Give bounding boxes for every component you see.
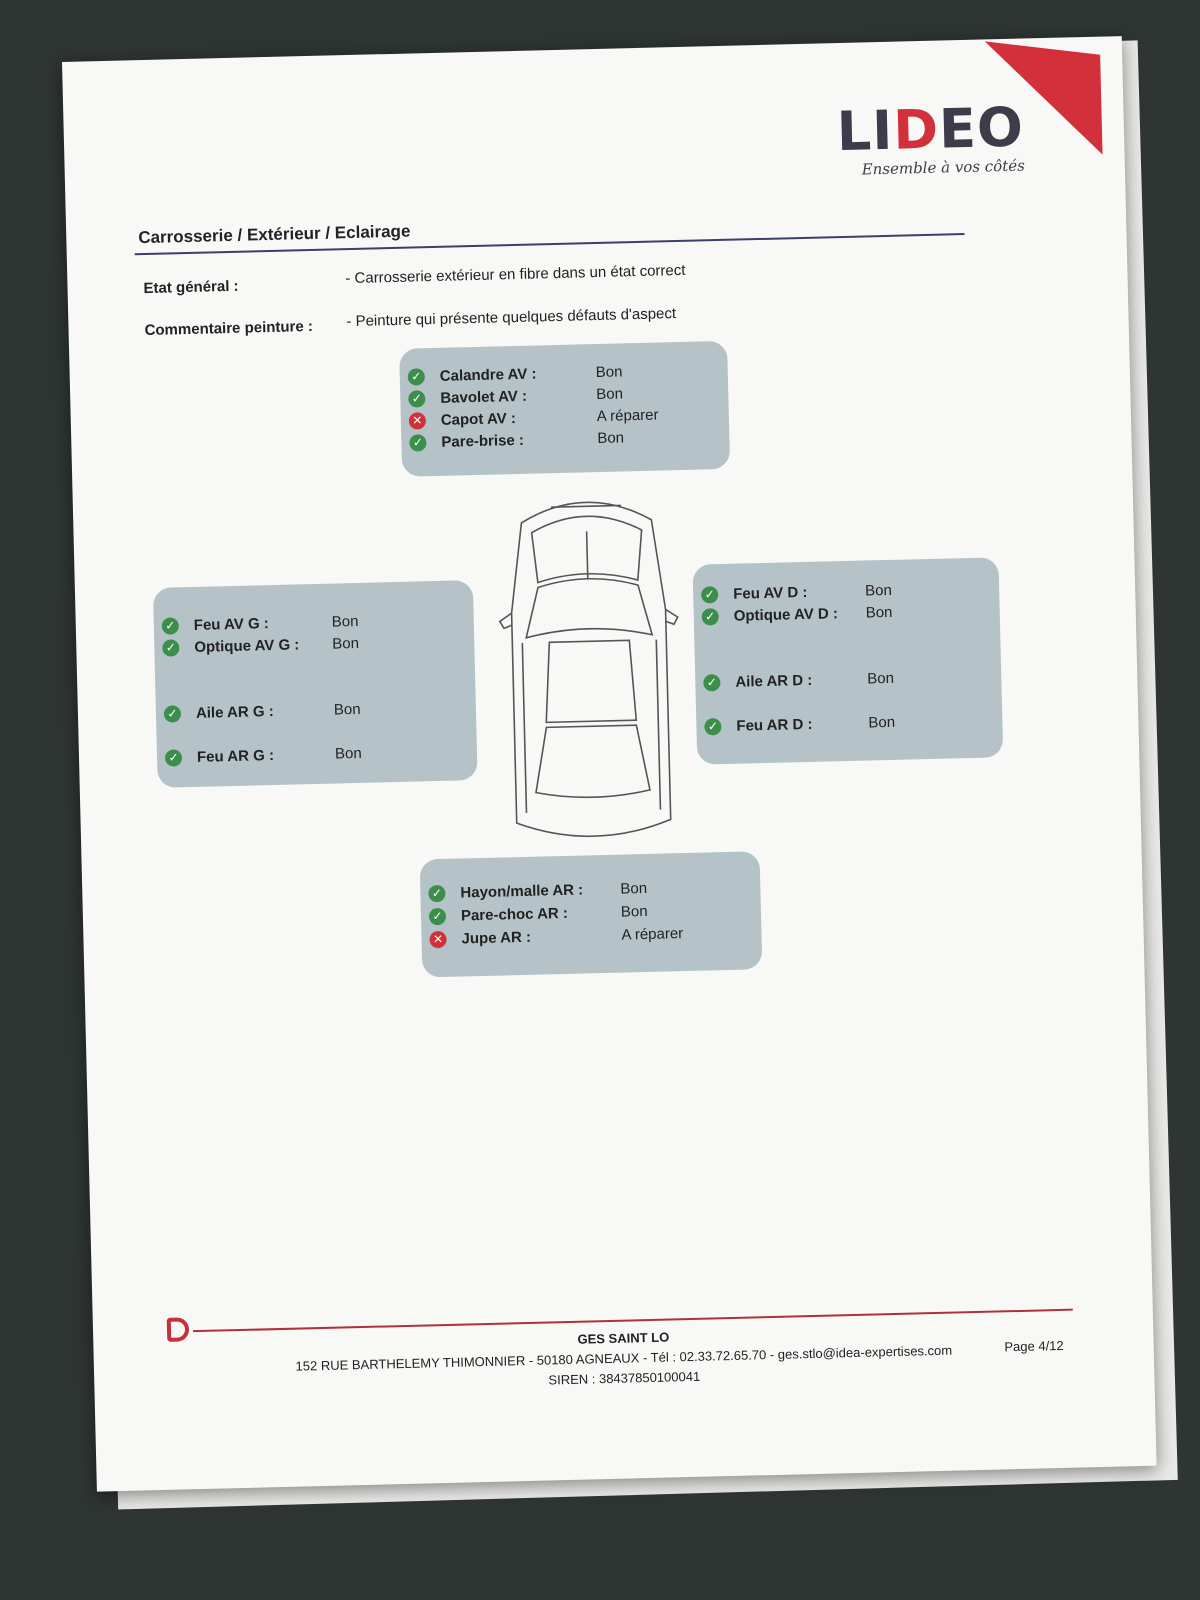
commentaire-peinture-label: Commentaire peinture :: [144, 317, 314, 340]
left-row-value: Bon: [331, 612, 359, 631]
logo-tagline: Ensemble à vos côtés: [861, 156, 1026, 179]
check-circle-icon: ✓: [161, 617, 180, 635]
left-row: ✓ Feu AR G : Bon: [157, 742, 477, 772]
x-circle-icon: ✕: [408, 412, 427, 430]
left-row-label: Feu AV G :: [193, 615, 269, 634]
left-status-box: ✓ Feu AV G : Bon ✓ Optique AV G : Bon ✓ …: [152, 580, 478, 788]
car-topview-diagram: [498, 501, 679, 838]
left-row-label: Optique AV G :: [194, 636, 300, 656]
left-row-value: Bon: [333, 700, 361, 719]
check-circle-icon: ✓: [701, 608, 719, 626]
section-title: Carrosserie / Extérieur / Eclairage: [138, 221, 411, 248]
front-status-box: ✓ Calandre AV : Bon ✓ Bavolet AV : Bon ✕…: [399, 340, 731, 477]
check-circle-icon: ✓: [164, 749, 183, 767]
check-circle-icon: ✓: [162, 639, 180, 657]
right-row: ✓ Aile AR D : Bon: [695, 667, 1001, 696]
left-row-value: Bon: [334, 744, 362, 763]
etat-general-label: Etat général :: [143, 277, 239, 298]
rear-row-value: A réparer: [621, 925, 684, 944]
right-status-box: ✓ Feu AV D : Bon ✓ Optique AV D : Bon ✓ …: [692, 557, 1004, 765]
rear-row-label: Hayon/malle AR :: [460, 881, 584, 902]
front-row-value: Bon: [597, 429, 625, 448]
front-row-label: Bavolet AV :: [440, 387, 528, 407]
x-circle-icon: ✕: [429, 930, 447, 949]
lideo-logo: LIDEO Ensemble à vos côtés: [836, 95, 1026, 180]
logo-wordmark: LIDEO: [836, 95, 1025, 164]
left-row-label: Feu AR G :: [196, 747, 275, 766]
front-row-value: A réparer: [596, 406, 659, 426]
right-row: ✓ Feu AR D : Bon: [696, 711, 1002, 740]
right-row-label: Aile AR D :: [735, 671, 813, 691]
check-circle-icon: ✓: [428, 884, 446, 903]
left-row-value: Bon: [332, 634, 360, 653]
front-row-label: Pare-brise :: [441, 431, 525, 451]
check-circle-icon: ✓: [704, 718, 722, 736]
document-page: LIDEO Ensemble à vos côtés Carrosserie /…: [62, 36, 1157, 1492]
right-row-label: Feu AV D :: [732, 583, 808, 603]
right-row-value: Bon: [864, 581, 893, 600]
rear-row-label: Pare-choc AR :: [460, 904, 569, 925]
right-row-label: Feu AR D :: [736, 715, 813, 735]
front-row-value: Bon: [595, 363, 623, 382]
right-row-value: Bon: [867, 669, 895, 688]
right-row-label: Optique AV D :: [733, 605, 839, 625]
front-row-label: Calandre AV :: [439, 365, 537, 385]
rear-status-box: ✓ Hayon/malle AR : Bon ✓ Pare-choc AR : …: [419, 851, 763, 978]
rear-row-label: Jupe AR :: [461, 928, 532, 948]
page-number: Page 4/12: [1004, 1337, 1064, 1355]
check-circle-icon: ✓: [428, 907, 447, 926]
front-row-value: Bon: [596, 385, 624, 404]
left-row-label: Aile AR G :: [195, 703, 274, 722]
left-row: ✓ Aile AR G : Bon: [156, 698, 476, 728]
rear-row-value: Bon: [620, 879, 648, 898]
check-circle-icon: ✓: [409, 434, 427, 452]
footer-logo-icon: [166, 1317, 190, 1342]
check-circle-icon: ✓: [163, 705, 182, 723]
check-circle-icon: ✓: [408, 390, 426, 408]
right-row-value: Bon: [865, 603, 893, 622]
etat-general-value: - Carrosserie extérieur en fibre dans un…: [345, 261, 686, 288]
check-circle-icon: ✓: [407, 368, 426, 386]
check-circle-icon: ✓: [701, 586, 719, 604]
right-row-value: Bon: [868, 713, 896, 732]
front-row-label: Capot AV :: [440, 410, 517, 429]
commentaire-peinture-value: - Peinture qui présente quelques défauts…: [346, 305, 677, 331]
rear-row-value: Bon: [620, 902, 648, 921]
check-circle-icon: ✓: [703, 674, 721, 692]
